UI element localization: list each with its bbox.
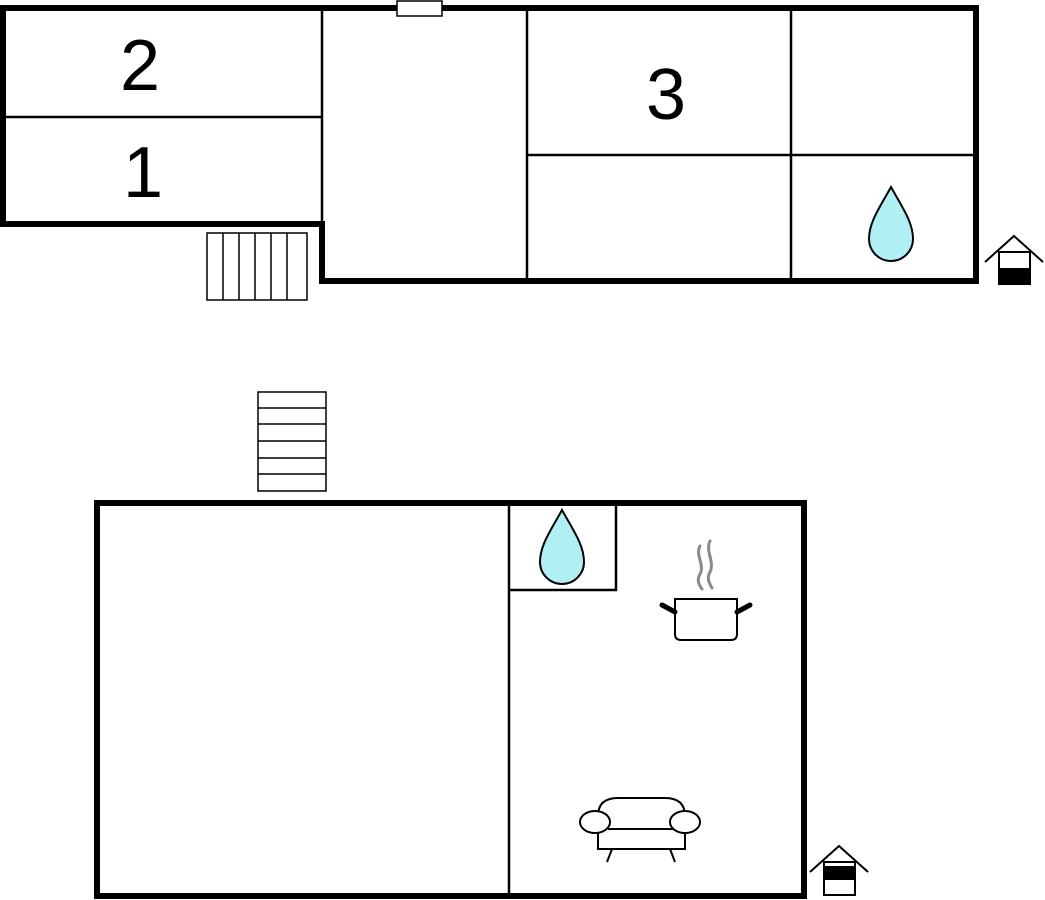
room-label-2: 2 <box>120 26 160 106</box>
sofa-icon <box>579 797 701 863</box>
room-label-3: 3 <box>646 55 686 135</box>
entrance-house-icon <box>809 844 869 896</box>
room-label-1: 1 <box>123 133 163 213</box>
upper-floor-outer-wall <box>0 5 979 284</box>
stairs-icon <box>206 232 308 301</box>
upper-interior-walls <box>3 8 976 281</box>
ground-interior-walls <box>507 503 618 896</box>
ground-floor <box>94 391 869 899</box>
window-icon <box>396 0 443 17</box>
ground-floor-outer-wall <box>94 500 807 899</box>
cooking-pot-icon <box>659 539 753 641</box>
upper-floor: 2 1 3 <box>0 0 1044 301</box>
water-drop-icon <box>867 184 915 262</box>
stairs-icon <box>257 391 327 492</box>
water-drop-icon <box>538 507 586 585</box>
entrance-house-icon <box>984 234 1044 285</box>
